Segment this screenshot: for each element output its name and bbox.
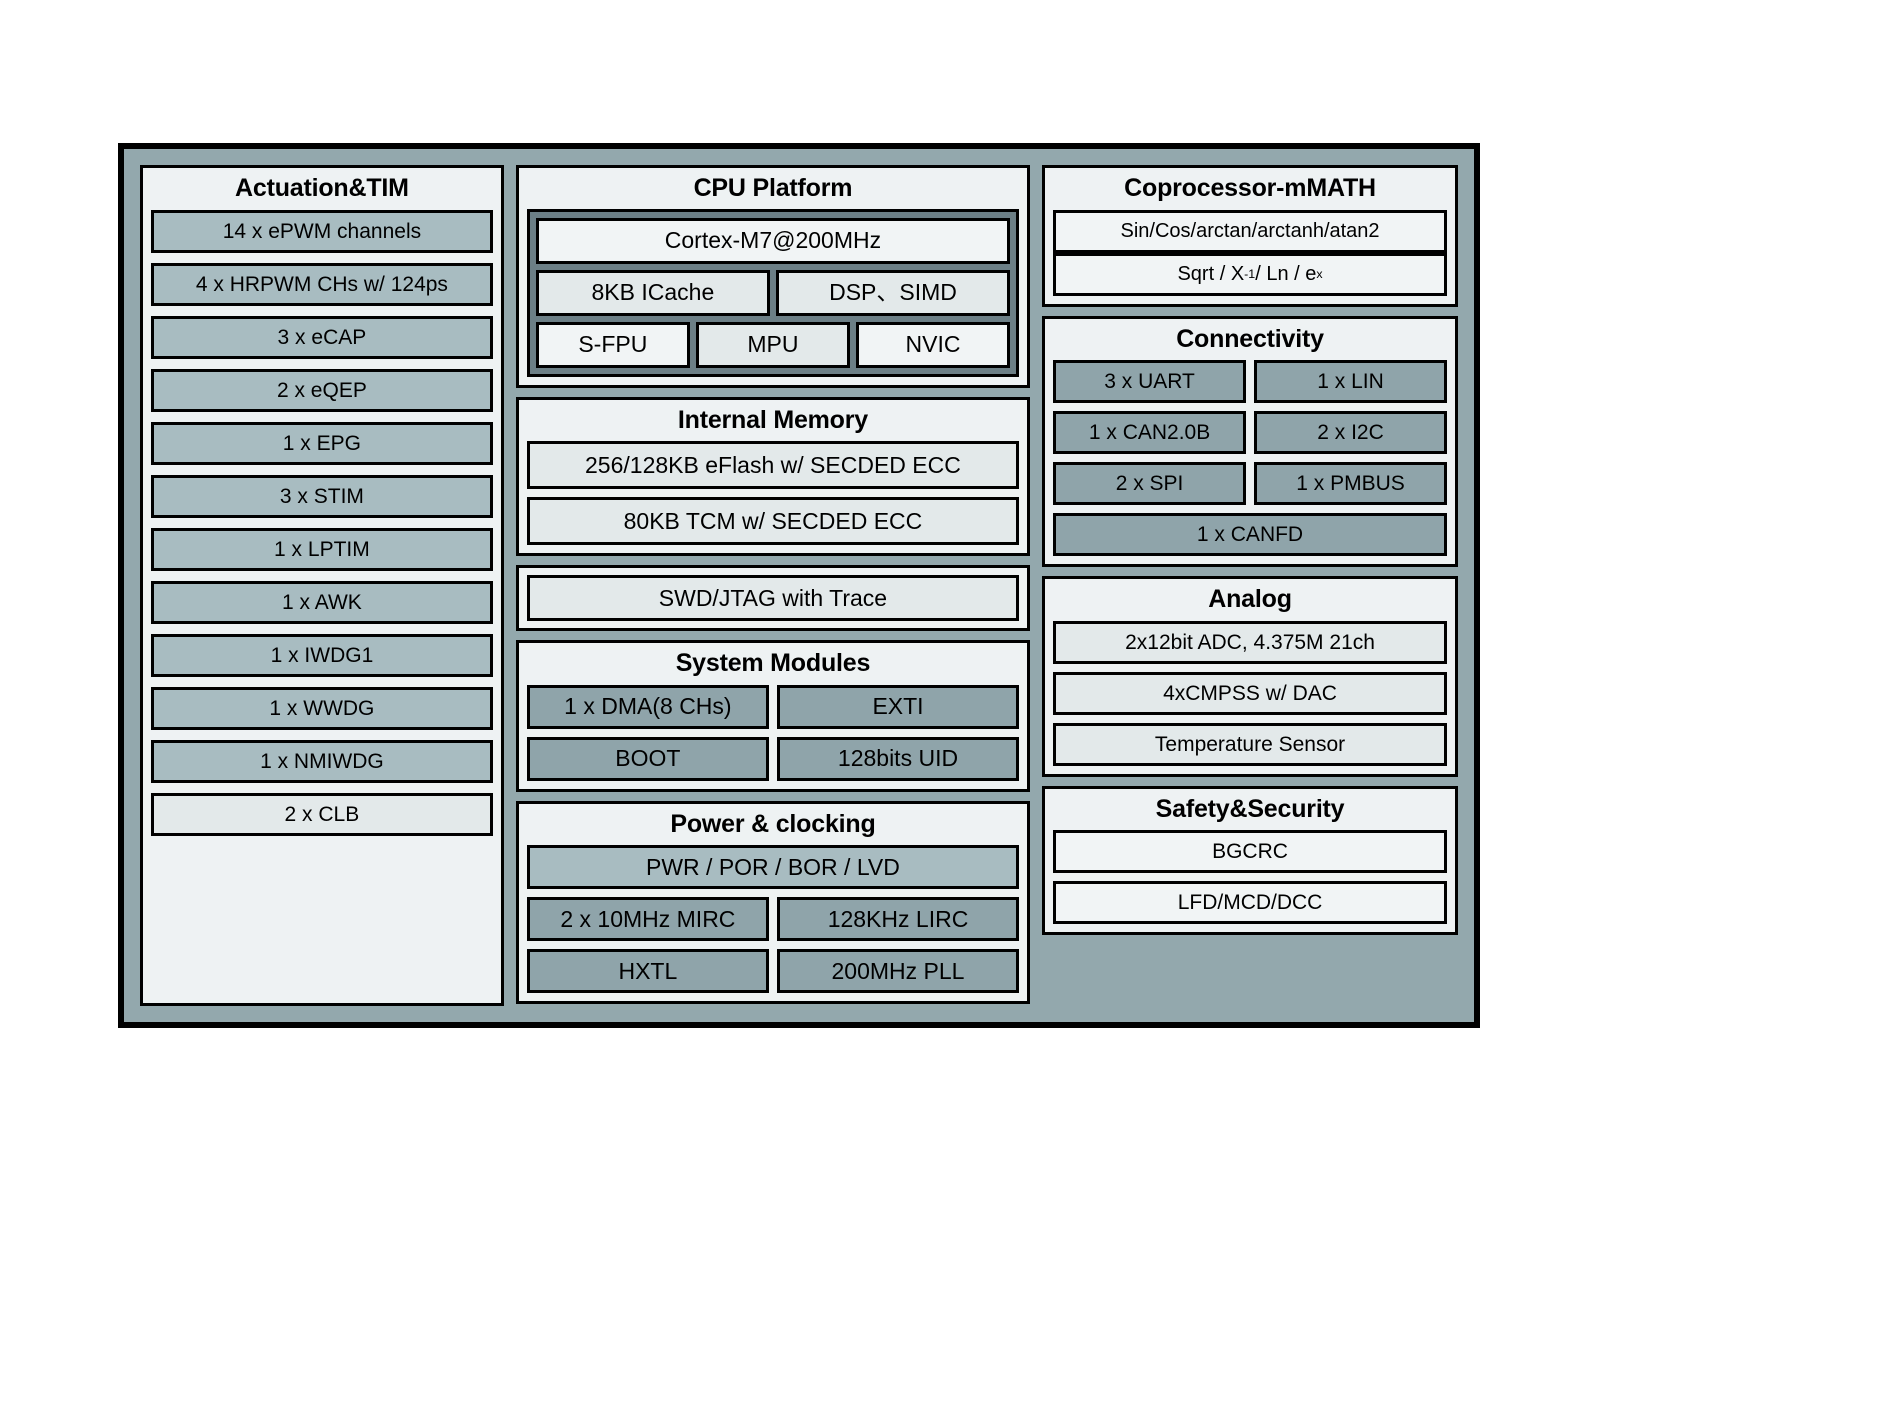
chip-diagram-inner-area: Actuation&TIM 14 x ePWM channels 4 x HRPW… <box>130 155 1468 1016</box>
block-canfd[interactable]: 1 x CANFD <box>1053 513 1447 556</box>
group-title-safety-security: Safety&Security <box>1155 794 1345 823</box>
block-1-x-wwdg[interactable]: 1 x WWDG <box>151 686 493 730</box>
block-s-fpu[interactable]: S-FPU <box>535 321 690 368</box>
block-1-x-dma-8-chs[interactable]: 1 x DMA(8 CHs) <box>526 684 769 729</box>
actuation-block-list: 14 x ePWM channels 4 x HRPWM CHs w/ 124ps… <box>151 209 493 836</box>
block-128bits-uid[interactable]: 128bits UID <box>776 736 1020 781</box>
block-swd-jtag-trace[interactable]: SWD/JTAG with Trace <box>526 575 1020 621</box>
block-nvic[interactable]: NVIC <box>855 321 1011 368</box>
block-mpu[interactable]: MPU <box>695 321 850 368</box>
block-3-x-stim[interactable]: 3 x STIM <box>151 474 493 518</box>
system-row-dma-exti: 1 x DMA(8 CHs)EXTI <box>526 684 1020 729</box>
group-title-connectivity: Connectivity <box>1176 324 1324 353</box>
block-temperature-sensor[interactable]: Temperature Sensor <box>1053 722 1447 766</box>
sqrt-middle-text: / Ln / e <box>1255 263 1317 285</box>
block-dsp-simd[interactable]: DSP、SIMD <box>775 269 1011 316</box>
block-200mhz-pll[interactable]: 200MHz PLL <box>776 949 1020 993</box>
group-cpu-platform: CPU Platform Cortex-M7@200MHz 8KB ICache… <box>515 165 1031 388</box>
group-title-system-modules: System Modules <box>675 649 871 677</box>
block-2-x-clb[interactable]: 2 x CLB <box>151 792 493 836</box>
block-1-x-epg[interactable]: 1 x EPG <box>151 421 493 465</box>
block-80kb-tcm-w-secded-ecc[interactable]: 80KB TCM w/ SECDED ECC <box>526 497 1020 545</box>
group-internal-memory: Internal Memory 256/128KB eFlash w/ SECD… <box>515 396 1031 556</box>
block-cortex-m7[interactable]: Cortex-M7@200MHz <box>535 217 1011 264</box>
group-coprocessor-mmath: Coprocessor-mMATH Sin/Cos/arctan/arctanh… <box>1042 165 1458 307</box>
block-1-x-lin[interactable]: 1 x LIN <box>1254 360 1447 403</box>
block-1-x-can2-0b[interactable]: 1 x CAN2.0B <box>1053 411 1247 454</box>
block-2-x-eqep[interactable]: 2 x eQEP <box>151 368 493 412</box>
group-safety-security: Safety&Security BGCRC LFD/MCD/DCC <box>1042 785 1458 935</box>
block-1-x-nmiwdg[interactable]: 1 x NMIWDG <box>151 739 493 783</box>
block-14-x-epwm-channels[interactable]: 14 x ePWM channels <box>151 209 493 253</box>
block-2-x-spi[interactable]: 2 x SPI <box>1053 462 1247 505</box>
block-exti[interactable]: EXTI <box>776 684 1020 729</box>
group-title-actuation-tim: Actuation&TIM <box>235 174 409 202</box>
block-boot[interactable]: BOOT <box>526 736 769 781</box>
block-3-x-ecap[interactable]: 3 x eCAP <box>151 315 493 359</box>
block-sin-cos-arctan-arctanh-atan2[interactable]: Sin/Cos/arctan/arctanh/atan2 <box>1053 209 1447 253</box>
group-power-clocking: Power & clocking PWR / POR / BOR / LVD 2… <box>515 800 1031 1004</box>
group-actuation-tim: Actuation&TIM 14 x ePWM channels 4 x HRPW… <box>140 165 504 1006</box>
block-hxtl[interactable]: HXTL <box>526 949 769 993</box>
block-4xcmpss-w-dac[interactable]: 4xCMPSS w/ DAC <box>1053 671 1447 715</box>
coprocessor-block-list: Sin/Cos/arctan/arctanh/atan2 <box>1053 209 1447 253</box>
analog-block-list: 2x12bit ADC, 4.375M 21ch 4xCMPSS w/ DAC Te… <box>1053 620 1447 766</box>
block-2-x-i2c[interactable]: 2 x I2C <box>1254 411 1447 454</box>
block-1-x-pmbus[interactable]: 1 x PMBUS <box>1254 462 1447 505</box>
column-peripherals: Coprocessor-mMATH Sin/Cos/arctan/arctanh… <box>1042 165 1458 1006</box>
sqrt-prefix-text: Sqrt / X <box>1177 263 1245 285</box>
group-analog: Analog 2x12bit ADC, 4.375M 21ch 4xCMPSS w… <box>1042 576 1458 777</box>
block-lfd-mcd-dcc[interactable]: LFD/MCD/DCC <box>1053 881 1447 924</box>
block-128khz-lirc[interactable]: 128KHz LIRC <box>776 897 1020 941</box>
group-title-coprocessor-mmath: Coprocessor-mMATH <box>1124 174 1376 202</box>
block-256-128kb-eflash-w-secded-ecc[interactable]: 256/128KB eFlash w/ SECDED ECC <box>526 441 1020 489</box>
block-pwr-por-bor-lvd[interactable]: PWR / POR / BOR / LVD <box>526 845 1020 889</box>
group-title-internal-memory: Internal Memory <box>677 405 868 434</box>
memory-block-list: 256/128KB eFlash w/ SECDED ECC 80KB TCM w… <box>526 441 1020 545</box>
group-title-cpu-platform: CPU Platform <box>693 174 853 202</box>
block-2-x-10mhz-mirc[interactable]: 2 x 10MHz MIRC <box>526 897 769 941</box>
block-bgcrc[interactable]: BGCRC <box>1053 830 1447 873</box>
block-1-x-awk[interactable]: 1 x AWK <box>151 580 493 624</box>
group-debug: SWD/JTAG with Trace <box>515 565 1031 631</box>
block-1-x-iwdg1[interactable]: 1 x IWDG1 <box>151 633 493 677</box>
column-actuation: Actuation&TIM 14 x ePWM channels 4 x HRPW… <box>140 165 504 1006</box>
block-4-x-hrpwm-chs-w-124ps[interactable]: 4 x HRPWM CHs w/ 124ps <box>151 262 493 306</box>
block-3-x-uart[interactable]: 3 x UART <box>1053 360 1247 403</box>
column-cpu: CPU Platform Cortex-M7@200MHz 8KB ICache… <box>515 165 1031 1006</box>
chip-diagram-outer-frame: Actuation&TIM 14 x ePWM channels 4 x HRPW… <box>118 143 1480 1028</box>
block-8kb-icache[interactable]: 8KB ICache <box>535 269 770 316</box>
safety-block-list: BGCRC LFD/MCD/DCC <box>1053 830 1447 924</box>
group-title-analog: Analog <box>1208 585 1292 613</box>
block-1-x-lptim[interactable]: 1 x LPTIM <box>151 527 493 571</box>
group-title-power-clocking: Power & clocking <box>670 809 876 838</box>
block-2x12bit-adc-4-375m-21ch[interactable]: 2x12bit ADC, 4.375M 21ch <box>1053 620 1447 664</box>
